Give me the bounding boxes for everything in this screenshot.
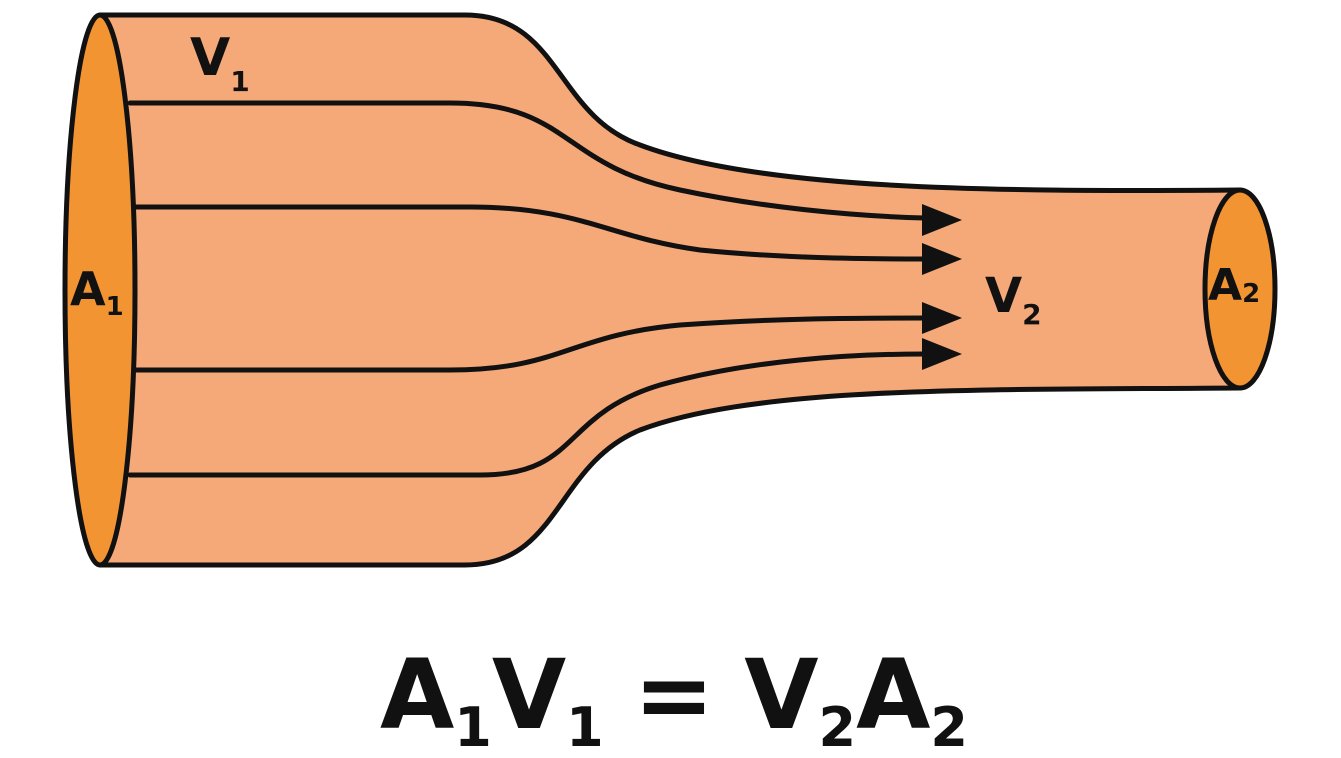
- eq-equals: =: [634, 639, 714, 751]
- label-a1: A1: [70, 262, 124, 322]
- label-a2-main: A: [1208, 260, 1242, 311]
- inlet-cross-section: [62, 12, 138, 568]
- streamline-2: [127, 204, 928, 262]
- streamlines: [127, 100, 928, 478]
- arrowhead-2: [922, 243, 962, 275]
- continuity-equation: A1V1=V2A2: [380, 639, 968, 758]
- eq-a1-sub: 1: [454, 696, 492, 758]
- label-v1: V1: [190, 28, 250, 98]
- arrowhead-3: [922, 302, 962, 334]
- eq-a2-sub: 2: [930, 696, 968, 758]
- eq-a2-main: A: [856, 639, 930, 751]
- streamline-4: [127, 351, 928, 478]
- label-v2-main: V: [985, 268, 1022, 324]
- eq-v1-sub: 1: [566, 696, 604, 758]
- label-a1-sub: 1: [106, 292, 124, 322]
- eq-v2-sub: 2: [818, 696, 856, 758]
- eq-v1-main: V: [492, 639, 566, 751]
- eq-a1-main: A: [380, 639, 454, 751]
- eq-v2-main: V: [744, 639, 818, 751]
- label-a2-sub: 2: [1242, 279, 1260, 309]
- tube-body: [97, 12, 1243, 568]
- outlet-cross-section: [1202, 187, 1278, 391]
- arrowheads: [922, 204, 962, 370]
- arrowhead-4: [922, 338, 962, 370]
- label-v2: V2: [985, 268, 1042, 331]
- label-a2: A2: [1208, 260, 1260, 311]
- arrowhead-1: [922, 204, 962, 236]
- streamline-3: [127, 315, 928, 373]
- label-a1-main: A: [70, 262, 106, 316]
- label-v1-main: V: [190, 28, 230, 88]
- label-v1-sub: 1: [230, 65, 249, 98]
- streamline-1: [127, 100, 928, 221]
- label-v2-sub: 2: [1022, 298, 1041, 331]
